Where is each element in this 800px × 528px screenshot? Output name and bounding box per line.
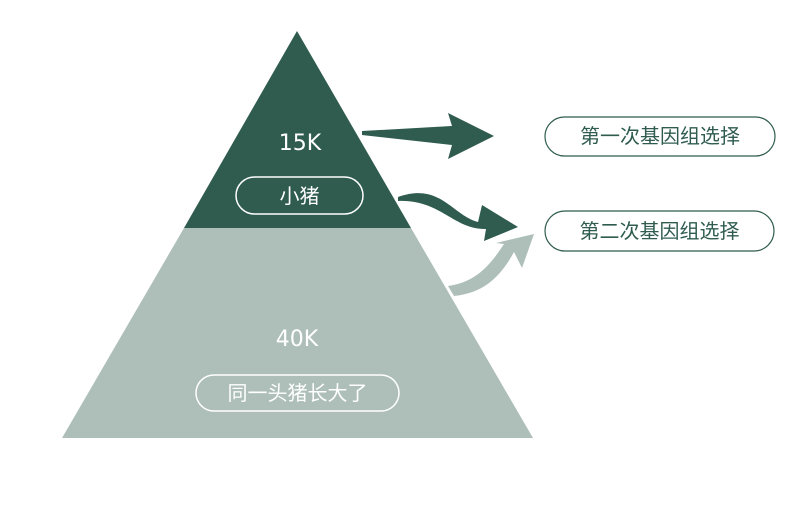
arrow-to-first-selection: [362, 113, 494, 159]
top-tier-label: 小猪: [280, 184, 320, 208]
arrow-from-bottom-tier-to-second-selection: [448, 234, 534, 296]
first-selection-pill: [544, 116, 776, 157]
bottom-tier-label-pill: [195, 374, 400, 412]
pyramid-bottom-tier: [62, 228, 533, 438]
bottom-tier-label: 同一头猪长大了: [228, 381, 368, 405]
top-tier-label-pill: [235, 176, 364, 215]
top-tier-count: 15K: [279, 131, 322, 156]
second-selection-pill: [544, 210, 775, 252]
pyramid-top-tier: [184, 31, 411, 228]
first-selection-label: 第一次基因组选择: [580, 124, 740, 148]
bottom-tier-count: 40K: [276, 327, 319, 352]
second-selection-label: 第二次基因组选择: [580, 219, 740, 243]
arrow-to-second-selection: [398, 193, 518, 241]
